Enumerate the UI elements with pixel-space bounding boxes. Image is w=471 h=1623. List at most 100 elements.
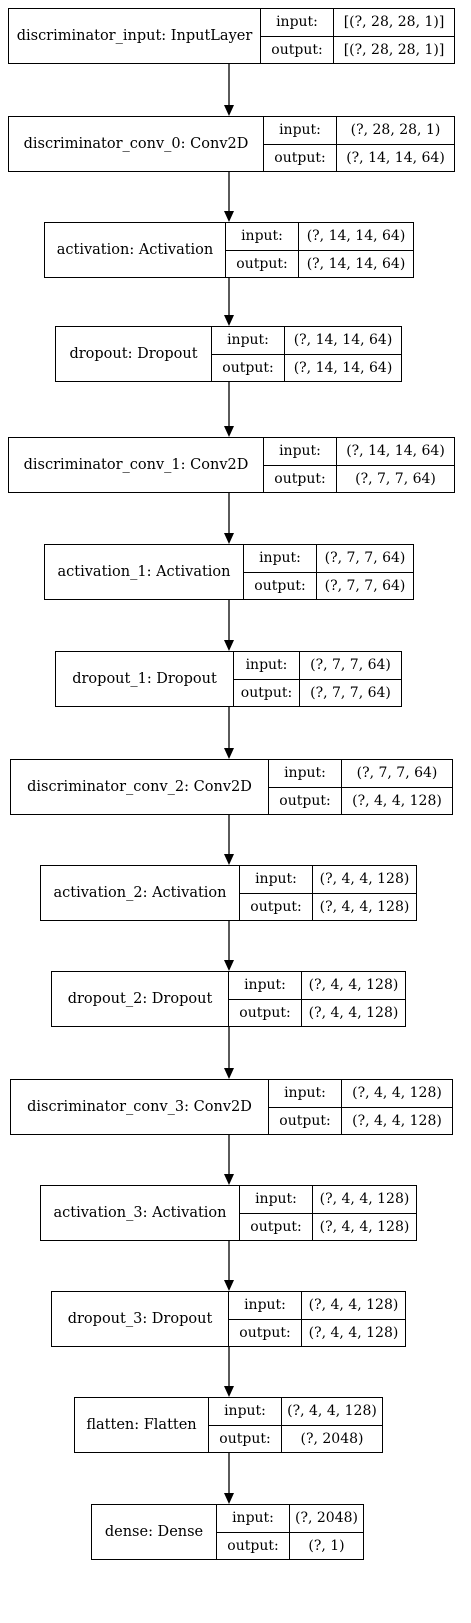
input-label: input: [276, 14, 318, 31]
output-shape: (?, 14, 14, 64) [285, 353, 401, 382]
layer-name: dropout_1: Dropout [56, 652, 234, 706]
input-label: input: [279, 443, 321, 460]
input-label: input: [284, 1085, 326, 1102]
arrow-head-icon [224, 426, 234, 437]
output-label: output: [240, 892, 312, 921]
arrow-head-icon [224, 1174, 234, 1185]
input-label: input: [224, 1403, 266, 1420]
input-shape: (?, 4, 4, 128) [308, 977, 399, 994]
input-shape: (?, 4, 4, 128) [352, 1085, 442, 1102]
arrow-head-icon [224, 315, 234, 326]
arrow-head-icon [224, 854, 234, 865]
input-label: input: [232, 1510, 274, 1527]
arrow-head-icon [224, 1280, 234, 1291]
output-shape: (?, 2048) [282, 1424, 382, 1453]
layer-name: dropout_3: Dropout [52, 1292, 229, 1346]
input-shape: (?, 14, 14, 64) [306, 228, 406, 245]
layer-name: discriminator_conv_1: Conv2D [9, 438, 264, 492]
output-label: output: [261, 35, 333, 64]
output-label: output: [264, 464, 336, 493]
arrow-head-icon [224, 1068, 234, 1079]
layer-name: discriminator_conv_2: Conv2D [11, 760, 269, 814]
input-label: input: [255, 871, 297, 888]
input-label: input: [244, 1297, 286, 1314]
output-shape: (?, 4, 4, 128) [342, 786, 452, 815]
output-label: output: [226, 249, 298, 278]
layer-node: flatten: Flatten input: output: (?, 4, 4, 1… [74, 1397, 383, 1453]
arrow-head-icon [224, 211, 234, 222]
arrow-head-icon [224, 960, 234, 971]
input-label: input: [284, 765, 326, 782]
input-label: input: [245, 657, 288, 674]
output-shape: (?, 4, 4, 128) [313, 892, 416, 921]
output-label: output: [269, 1106, 341, 1135]
input-label: input: [259, 550, 301, 567]
layer-name: activation_1: Activation [45, 545, 244, 599]
layer-node: dropout_1: Dropout input: output:(?, 7, 7,… [55, 651, 402, 707]
input-label: input: [255, 1191, 297, 1208]
output-label: output: [269, 786, 341, 815]
output-label: output: [240, 1212, 312, 1241]
arrow-head-icon [224, 1386, 234, 1397]
input-shape: (?, 4, 4, 128) [319, 1191, 410, 1208]
arrow-head-icon [224, 640, 234, 651]
layer-name: activation_2: Activation [41, 866, 240, 920]
output-shape: (?, 7, 7, 64) [317, 571, 413, 600]
output-label: output: [264, 143, 336, 172]
input-label: input: [279, 122, 321, 139]
layer-name: dropout_2: Dropout [52, 972, 229, 1026]
arrow-head-icon [224, 748, 234, 759]
input-shape: (?, 28, 28, 1) [350, 122, 441, 139]
output-shape: (?, 14, 14, 64) [337, 143, 454, 172]
arrow-head-icon [224, 1493, 234, 1504]
arrow-head-icon [224, 105, 234, 116]
input-label: input: [227, 332, 269, 349]
layer-node: discriminator_conv_2: Conv2D input: output… [10, 759, 453, 815]
input-label: input: [244, 977, 286, 994]
output-label: output: [229, 998, 301, 1027]
input-shape: (?, 7, 7, 64) [324, 550, 406, 567]
input-shape: [(?, 28, 28, 1)] [343, 14, 445, 31]
output-shape: (?, 14, 14, 64) [299, 249, 413, 278]
output-shape: (?, 4, 4, 128) [302, 998, 405, 1027]
output-shape: (?, 1) [290, 1531, 363, 1560]
output-shape: [(?, 28, 28, 1)] [334, 35, 454, 64]
input-shape: (?, 2048) [295, 1510, 358, 1527]
input-shape: (?, 4, 4, 128) [308, 1297, 399, 1314]
input-shape: (?, 7, 7, 64) [356, 765, 438, 782]
output-shape: (?, 7, 7, 64) [300, 678, 401, 707]
layer-name: discriminator_conv_0: Conv2D [9, 117, 264, 171]
layer-name: activation_3: Activation [41, 1186, 240, 1240]
output-label: output: [229, 1318, 301, 1347]
output-shape: (?, 4, 4, 128) [313, 1212, 416, 1241]
output-shape: (?, 4, 4, 128) [342, 1106, 452, 1135]
output-label: output: [212, 353, 284, 382]
input-shape: (?, 14, 14, 64) [293, 332, 393, 349]
input-label: input: [241, 228, 283, 245]
layer-node: discriminator_conv_0: Conv2D input: output… [8, 116, 455, 172]
layer-node: discriminator_conv_1: Conv2D input: output… [8, 437, 455, 493]
input-shape: (?, 14, 14, 64) [346, 443, 445, 460]
layer-name: flatten: Flatten [75, 1398, 209, 1452]
layer-name: activation: Activation [45, 223, 226, 277]
arrow-head-icon [224, 533, 234, 544]
input-shape: (?, 4, 4, 128) [319, 871, 410, 888]
layer-name: discriminator_input: InputLayer [9, 9, 261, 63]
output-label: output: [234, 678, 299, 707]
layer-name: dropout: Dropout [56, 327, 212, 381]
layer-node: discriminator_input: InputLayer input: out… [8, 8, 455, 64]
output-shape: (?, 7, 7, 64) [337, 464, 454, 493]
output-label: output: [209, 1424, 281, 1453]
output-shape: (?, 4, 4, 128) [302, 1318, 405, 1347]
input-shape: (?, 4, 4, 128) [287, 1403, 377, 1420]
